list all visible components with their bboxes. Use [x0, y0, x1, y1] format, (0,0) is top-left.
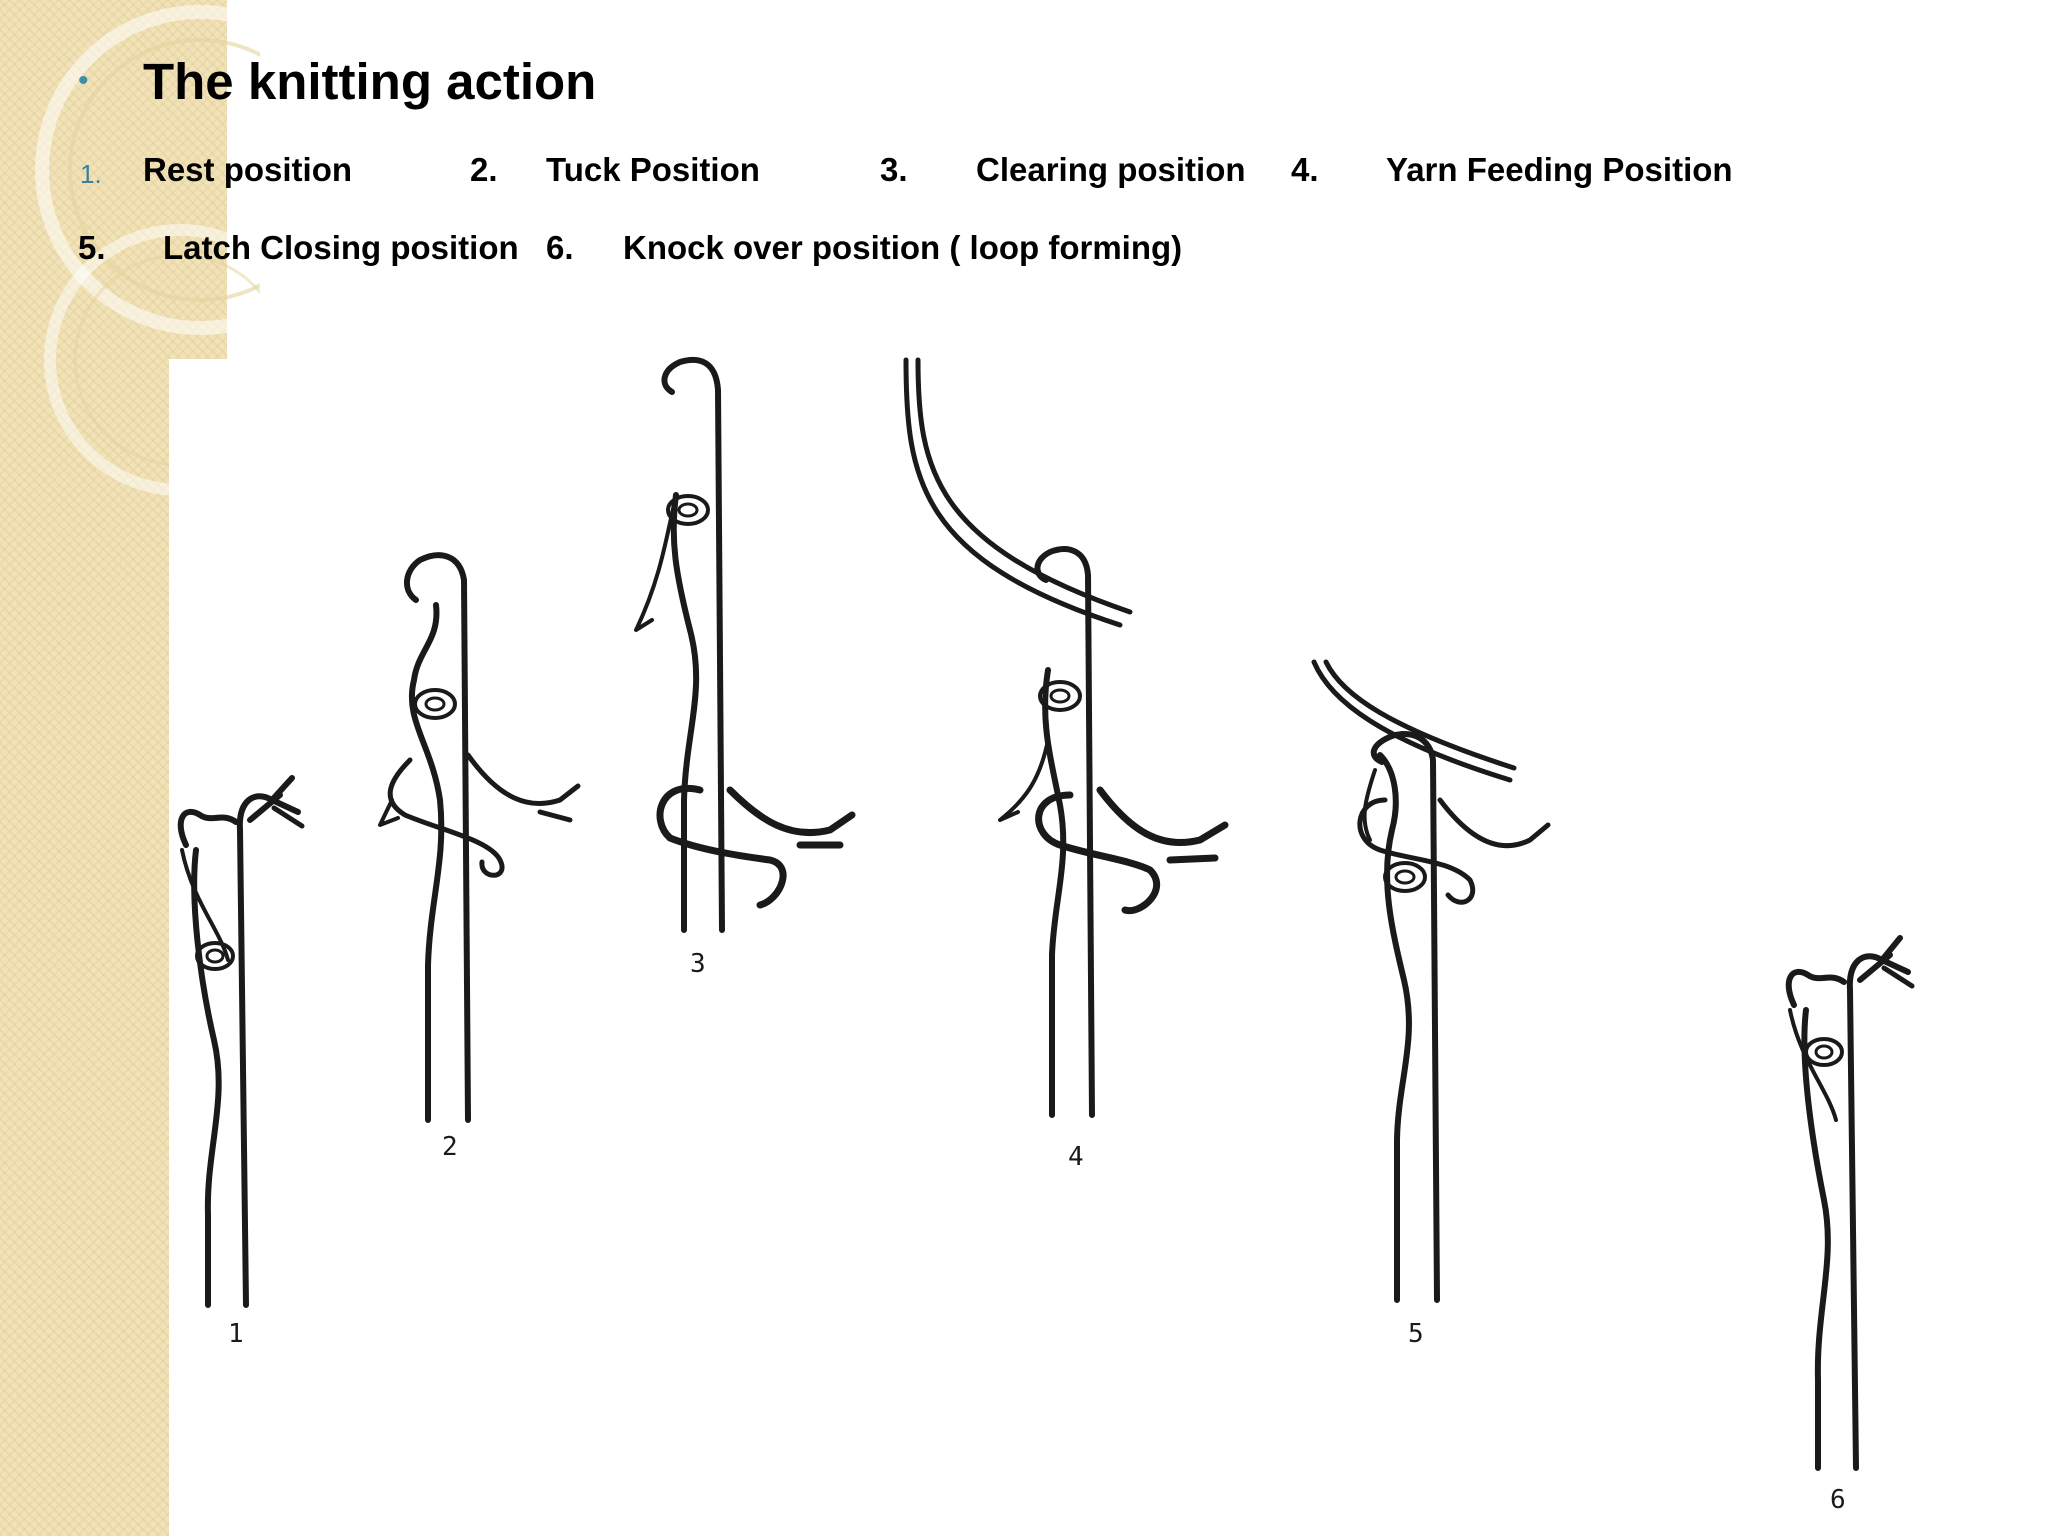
needle-3	[634, 356, 856, 933]
needle-6	[1785, 935, 1915, 1471]
position-number-2: 2.	[470, 151, 498, 188]
position-label-3: Clearing position	[976, 151, 1246, 188]
slide-title: The knitting action	[143, 53, 597, 110]
position-label-6: Knock over position ( loop forming)	[623, 229, 1183, 266]
position-number-5: 5.	[78, 229, 106, 266]
position-label-1: Rest position	[143, 151, 353, 188]
needle-label-4: 4	[1068, 1142, 1084, 1172]
needle-2	[378, 552, 581, 1123]
position-label-2: Tuck Position	[546, 151, 760, 188]
needle-1	[177, 775, 305, 1308]
needle-4	[903, 357, 1229, 1118]
position-number-6: 6.	[546, 229, 574, 266]
needle-label-5: 5	[1408, 1319, 1424, 1349]
diagram-panel	[169, 359, 2029, 1536]
position-label-5: Latch Closing position	[163, 229, 519, 266]
position-label-4: Yarn Feeding Position	[1386, 151, 1733, 188]
needle-label-2: 2	[442, 1132, 458, 1162]
position-number-1: 1.	[80, 159, 102, 189]
needle-5	[1311, 659, 1551, 1303]
needle-label-6: 6	[1830, 1485, 1846, 1515]
position-number-3: 3.	[880, 151, 908, 188]
needle-label-3: 3	[690, 949, 706, 979]
needle-label-1: 1	[228, 1319, 244, 1349]
position-number-4: 4.	[1291, 151, 1319, 188]
bullet-dot: •	[78, 64, 89, 97]
